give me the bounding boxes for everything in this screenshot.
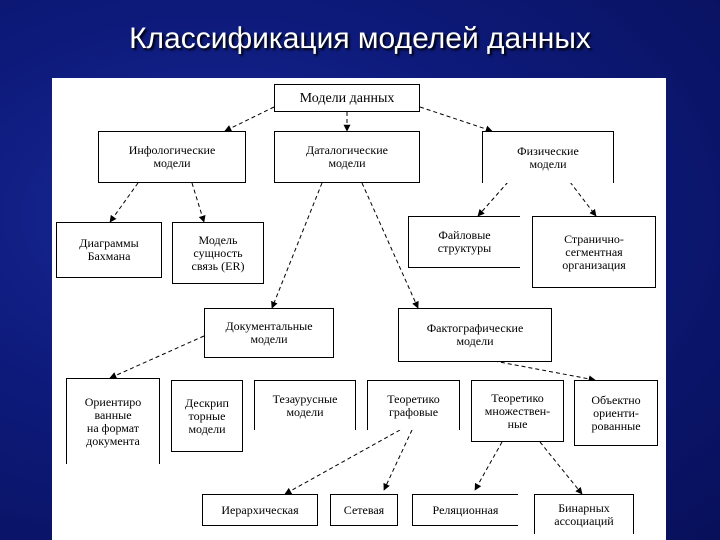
node-hierarchical: Иерархическая: [202, 494, 318, 526]
node-infological: Инфологические модели: [98, 131, 246, 183]
node-thesaurus: Тезаурусные модели: [254, 380, 356, 430]
node-network: Сетевая: [330, 494, 398, 526]
node-datalogical: Даталогические модели: [274, 131, 420, 183]
node-set-theoretic: Теоретико множествен- ные: [471, 380, 564, 442]
node-format-oriented: Ориентиро ванные на формат документа: [66, 378, 160, 464]
node-root: Модели данных: [274, 84, 420, 112]
node-bachman: Диаграммы Бахмана: [56, 222, 162, 278]
node-factographic: Фактографические модели: [398, 308, 552, 362]
node-object-oriented: Объектно ориенти- рованные: [574, 380, 658, 446]
node-page-segment: Странично- сегментная организация: [532, 216, 656, 288]
node-relational: Реляционная: [412, 494, 518, 526]
node-physical: Физические модели: [482, 131, 614, 183]
node-binary-associations: Бинарных ассоциаций: [534, 494, 634, 534]
node-file-structures: Файловые структуры: [408, 216, 520, 268]
node-documental: Документальные модели: [204, 308, 334, 358]
node-descriptor: Дескрип торные модели: [171, 380, 243, 452]
node-graph-theoretic: Теоретико графовые: [367, 380, 460, 430]
node-er: Модель сущность связь (ER): [172, 222, 264, 284]
slide-title: Классификация моделей данных: [129, 22, 591, 55]
